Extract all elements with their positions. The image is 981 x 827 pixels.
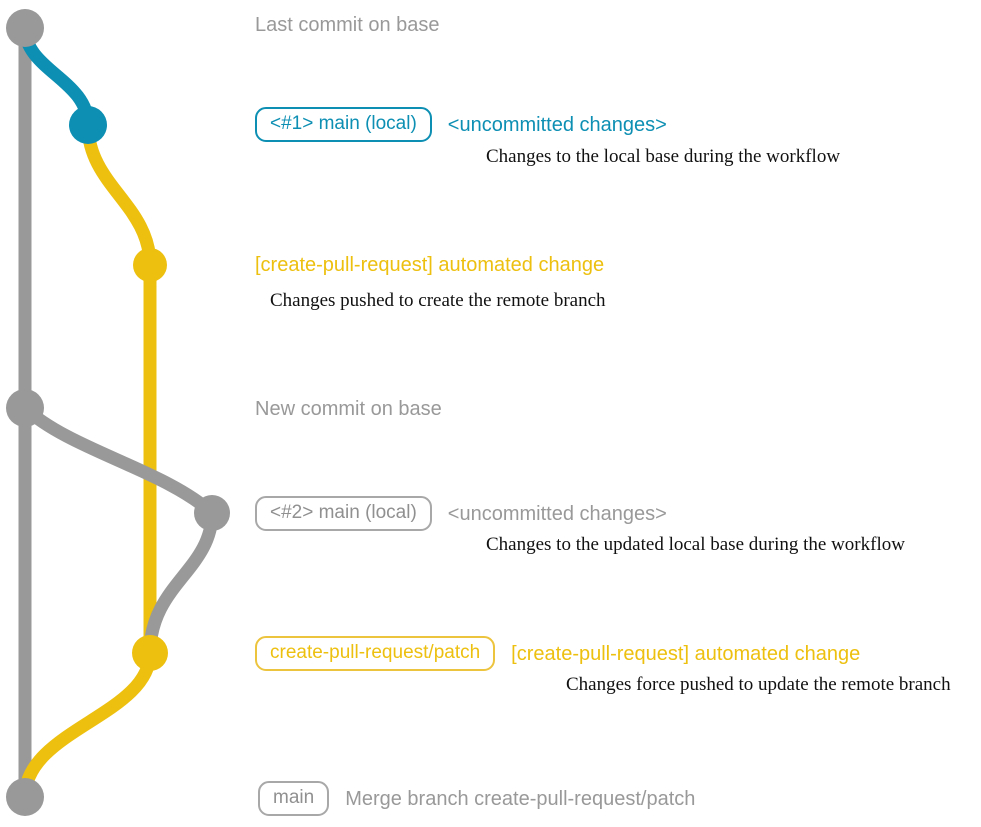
commit-subject: New commit on base: [255, 398, 442, 420]
commit-subject: Merge branch create-pull-request/patch: [345, 787, 696, 810]
commit-subject: [create-pull-request] automated change: [511, 642, 861, 665]
commit-row-last-commit-on-base: Last commit on base: [255, 13, 440, 37]
branch-graph-svg: [6, 9, 230, 816]
updated-local-branch-line-gray: [18, 401, 219, 520]
commit-row-automated-change-2: create-pull-request/patch [create-pull-r…: [255, 636, 860, 671]
commit-node-local-change-1[interactable]: [69, 106, 107, 144]
commit-row-local-change-2: <#2> main (local) <uncommitted changes>: [255, 496, 667, 531]
commit-description-local-change-1: Changes to the local base during the wor…: [486, 146, 841, 167]
remote-merge-line-yellow: [18, 646, 157, 804]
commit-node-merge-commit[interactable]: [6, 778, 44, 816]
commit-description-local-change-2: Changes to the updated local base during…: [486, 534, 905, 555]
branch-badge-create-pull-request-patch[interactable]: create-pull-request/patch: [255, 636, 496, 671]
commit-description-automated-change-1: Changes pushed to create the remote bran…: [270, 290, 606, 311]
commit-row-local-change-1: <#1> main (local) <uncommitted changes>: [255, 107, 667, 142]
commit-subject: <uncommitted changes>: [447, 113, 667, 136]
commit-node-local-change-2[interactable]: [194, 495, 230, 531]
commit-subject: [create-pull-request] automated change: [255, 254, 605, 276]
commit-node-new-commit-on-base[interactable]: [6, 389, 44, 427]
commit-node-automated-change-1[interactable]: [133, 248, 167, 282]
commit-row-merge-commit: main Merge branch create-pull-request/pa…: [258, 781, 695, 816]
commit-description-automated-change-2: Changes force pushed to update the remot…: [566, 674, 951, 695]
commit-row-automated-change-1: [create-pull-request] automated change: [255, 253, 604, 277]
commit-node-automated-change-2[interactable]: [132, 635, 168, 671]
local-to-remote-line-gray: [143, 506, 219, 660]
commit-node-last-commit-on-base[interactable]: [6, 9, 44, 47]
commit-subject: <uncommitted changes>: [447, 502, 667, 525]
commit-row-new-commit-on-base: New commit on base: [255, 397, 442, 421]
commit-subject: Last commit on base: [255, 14, 440, 36]
branch-badge-main[interactable]: main: [258, 781, 330, 816]
branch-badge-main-local-1[interactable]: <#1> main (local): [255, 107, 432, 142]
branch-badge-main-local-2[interactable]: <#2> main (local): [255, 496, 432, 531]
remote-branch-line-yellow-upper: [81, 118, 157, 272]
